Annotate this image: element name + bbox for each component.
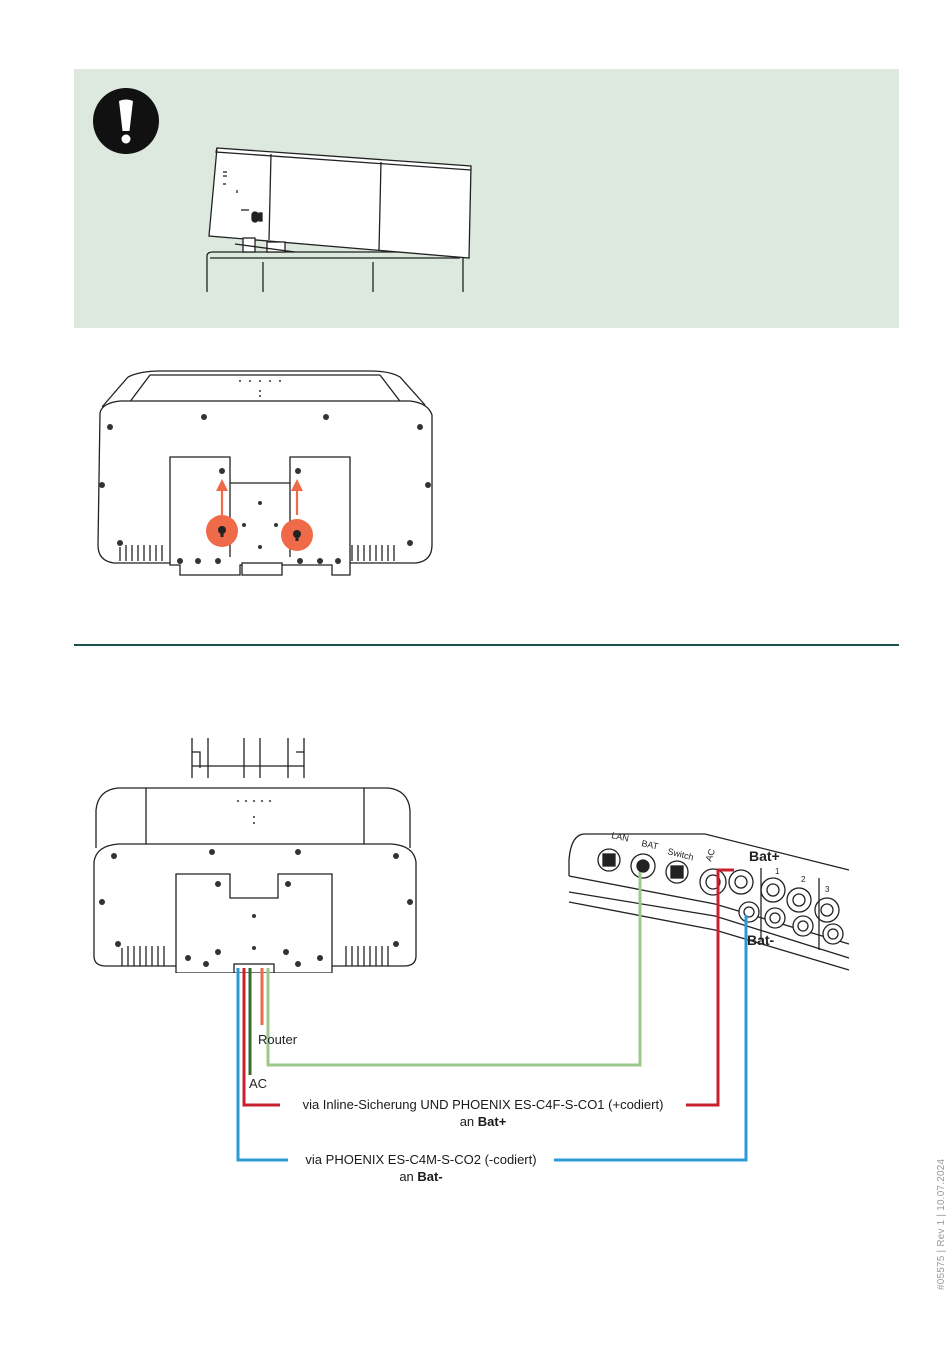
- exclamation-warning-icon: [92, 87, 160, 155]
- bat-minus-terminal-label: Bat-: [747, 932, 774, 948]
- document-revision-id: #05575 | Rev 1 | 10.07.2024: [936, 1159, 947, 1290]
- string-label-1: 1: [775, 867, 780, 876]
- bat-plus-terminal-label: Bat+: [749, 848, 780, 864]
- ac-label: AC: [249, 1076, 267, 1092]
- port-label-lan: LAN: [611, 830, 630, 843]
- inverter-mounting-illustration: [80, 365, 450, 590]
- bat-plus-route-line2: an Bat+: [280, 1113, 686, 1130]
- port-label-switch: Switch: [667, 846, 695, 862]
- inverter-wiring-illustration: [88, 738, 428, 973]
- bat-plus-route-line1: via Inline-Sicherung UND PHOENIX ES-C4F-…: [280, 1096, 686, 1113]
- section-divider: [74, 644, 899, 646]
- port-label-bat: BAT: [641, 838, 660, 851]
- bat-minus-target: Bat-: [417, 1169, 442, 1184]
- string-label-2: 2: [801, 875, 806, 884]
- bat-minus-route-line2: an Bat-: [288, 1168, 554, 1185]
- bat-plus-route-label: via Inline-Sicherung UND PHOENIX ES-C4F-…: [280, 1096, 686, 1130]
- battery-lid-illustration: [195, 140, 485, 300]
- bat-minus-route-label: via PHOENIX ES-C4M-S-CO2 (-codiert) an B…: [288, 1151, 554, 1185]
- bat-plus-target: Bat+: [478, 1114, 507, 1129]
- port-label-ac: AC: [703, 847, 717, 863]
- bat-minus-route-line1: via PHOENIX ES-C4M-S-CO2 (-codiert): [288, 1151, 554, 1168]
- battery-connection-panel: LAN BAT Switch AC 1 2 3: [565, 820, 855, 980]
- router-label: Router: [258, 1032, 297, 1048]
- string-label-3: 3: [825, 885, 830, 894]
